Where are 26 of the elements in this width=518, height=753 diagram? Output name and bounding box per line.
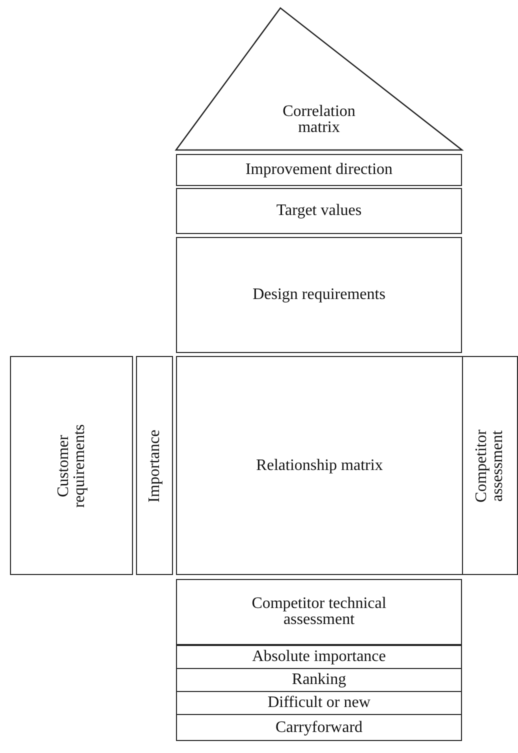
section-label: Importance [146,428,162,504]
section-box [176,714,462,741]
section-label: Carryforward [275,720,363,736]
section-box [176,237,462,353]
section-label: Competitor technical assessment [250,596,388,628]
correlation-triangle [176,8,462,150]
section-label: Customer requirements [56,422,88,510]
section-box [176,668,462,692]
vertical-panel [10,356,133,575]
vertical-panel [462,356,518,575]
section-box [176,645,462,669]
section-label: Ranking [292,672,346,688]
section-label: Target values [276,203,362,219]
section-box [176,579,462,645]
section-label: Design requirements [252,287,386,303]
section-label: Difficult or new [268,695,370,711]
section-label: Correlation matrix [282,104,356,136]
section-label: Improvement direction [245,162,393,178]
section-box [176,356,463,575]
section-box [176,188,462,234]
section-label: Competitor assessment [474,428,506,504]
section-label: Absolute importance [252,649,386,665]
section-label: Relationship matrix [256,458,383,474]
section-box [176,691,462,715]
vertical-panel [136,356,173,575]
section-box [176,154,462,186]
